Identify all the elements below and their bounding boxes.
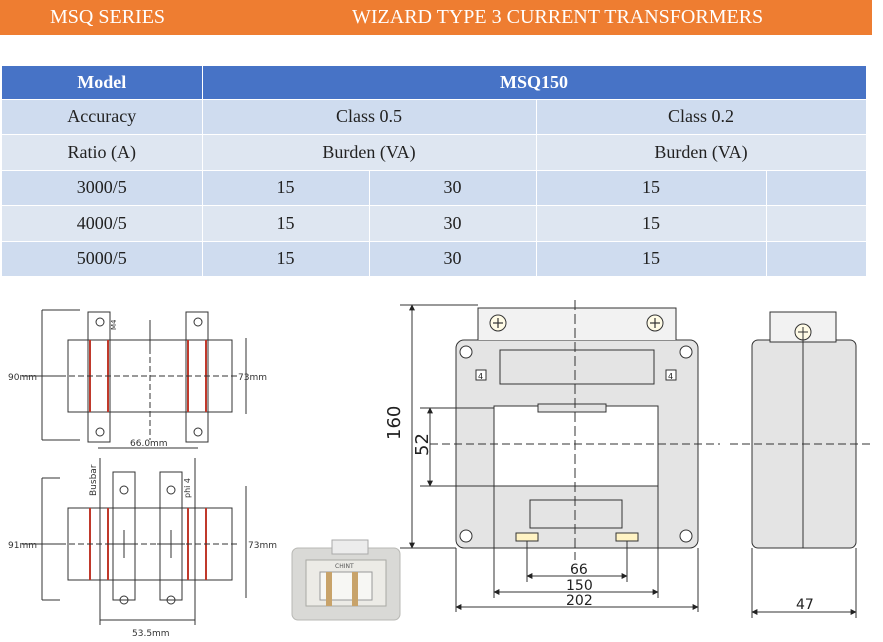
dim-202-label: 202 (566, 593, 593, 609)
value-cell: 30 (369, 241, 537, 277)
value-cell: 15 (536, 205, 767, 242)
header-banner: MSQ SERIES WIZARD TYPE 3 CURRENT TRANSFO… (0, 0, 872, 35)
height-160-label: 160 (384, 406, 405, 440)
busbar-view-drawing (22, 458, 247, 625)
side-view-drawing (730, 311, 870, 618)
terminal-mark-left: 4 (478, 372, 483, 381)
value-cell (766, 170, 867, 206)
height-label-top: 90mm (8, 373, 37, 383)
ratio-cell: 3000/5 (2, 170, 203, 206)
value-cell: 15 (202, 205, 370, 242)
height-label-bottom: 91mm (8, 541, 37, 551)
ratio-cell: 4000/5 (2, 205, 203, 242)
product-title: WIZARD TYPE 3 CURRENT TRANSFORMERS (352, 6, 764, 28)
value-cell: 30 (369, 205, 537, 242)
terminal-mark-right: 4 (668, 372, 673, 381)
class-b: Class 0.2 (536, 99, 867, 135)
side-label-top: 73mm (238, 373, 267, 383)
table-header-row: Model MSQ150 (2, 66, 867, 100)
table-row: 5000/5 15 30 15 (2, 241, 867, 277)
screw-plus-icons (493, 318, 660, 328)
top-view-drawing (22, 309, 247, 449)
model-label: Model (2, 66, 203, 100)
value-cell: 15 (536, 170, 767, 206)
phi-label: phi 4 (183, 478, 192, 498)
ratio-cell: 5000/5 (2, 241, 203, 277)
value-cell: 15 (202, 170, 370, 206)
accuracy-label: Accuracy (2, 99, 203, 135)
screw-label: M4 (110, 319, 118, 330)
value-cell: 15 (202, 241, 370, 277)
ratio-label: Ratio (A) (2, 134, 203, 171)
width-label-top: 66.0mm (130, 439, 168, 449)
front-view-drawing (400, 300, 720, 612)
ratio-row: Ratio (A) Burden (VA) Burden (VA) (2, 134, 867, 171)
height-52-label: 52 (412, 433, 433, 456)
accuracy-row: Accuracy Class 0.5 Class 0.2 (2, 99, 867, 135)
value-cell: 15 (536, 241, 767, 277)
technical-drawings: 90mm 73mm 66.0mm M4 91mm 73mm 53.5mm Bus… (8, 300, 870, 639)
photo-label: CHINT (335, 563, 354, 570)
class-a: Class 0.5 (202, 99, 537, 135)
spec-table: Model MSQ150 Accuracy Class 0.5 Class 0.… (2, 66, 867, 277)
series-title: MSQ SERIES (50, 6, 166, 28)
width-label-bottom: 53.5mm (132, 629, 170, 639)
table-row: 4000/5 15 30 15 (2, 205, 867, 242)
depth-47-label: 47 (796, 597, 814, 613)
value-cell: 30 (369, 170, 537, 206)
busbar-label: Busbar (89, 464, 99, 496)
table-row: 3000/5 15 30 15 (2, 170, 867, 206)
product-photo: CHINT (291, 539, 401, 621)
burden-b: Burden (VA) (536, 134, 867, 171)
value-cell (766, 205, 867, 242)
model-value: MSQ150 (202, 66, 867, 100)
value-cell (766, 241, 867, 277)
burden-a: Burden (VA) (202, 134, 537, 171)
dim-66-label: 66 (570, 562, 588, 578)
dim-150-label: 150 (566, 578, 593, 594)
side-label-bottom: 73mm (248, 541, 277, 551)
